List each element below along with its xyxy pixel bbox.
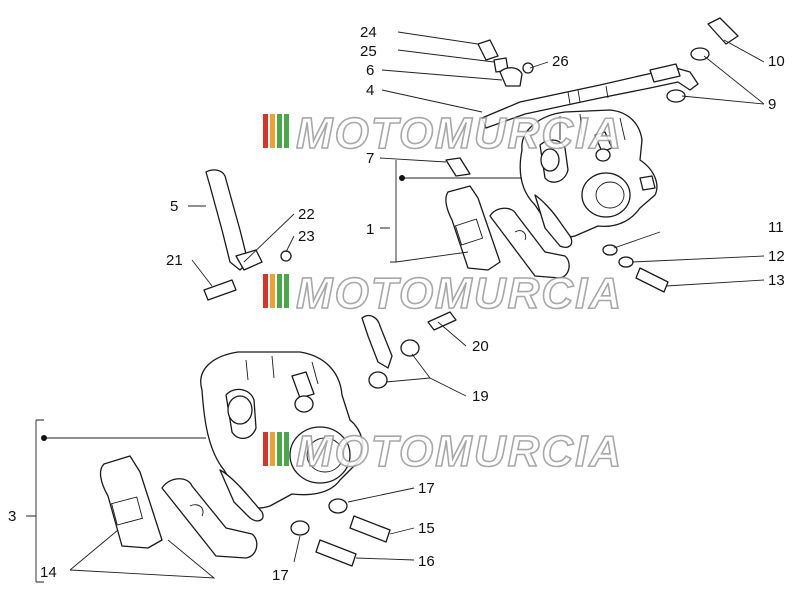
callout-24: 24 — [360, 24, 377, 41]
lower-brake-pads — [99, 455, 258, 559]
watermark-middle: MOTOMURCIA — [263, 268, 623, 319]
callout-11: 11 — [768, 219, 784, 236]
callout-5: 5 — [170, 198, 178, 215]
callout-23: 23 — [298, 228, 315, 245]
callout-6: 6 — [366, 62, 374, 79]
watermark-text: MOTOMURCIA — [296, 109, 623, 158]
watermark-top: MOTOMURCIA — [263, 108, 623, 159]
callout-3: 3 — [8, 508, 16, 525]
callout-22: 22 — [298, 206, 315, 223]
small-hardware — [203, 17, 739, 389]
callout-20: 20 — [472, 338, 489, 355]
callout-1: 1 — [366, 221, 374, 238]
upper-caliper — [519, 109, 658, 249]
group-dot-1 — [399, 175, 405, 181]
callout-16: 16 — [418, 553, 435, 570]
callout-7: 7 — [366, 150, 374, 167]
callout-14: 14 — [40, 564, 57, 581]
group-dot-3 — [41, 435, 47, 441]
hose-bracket — [205, 169, 263, 271]
callout-21: 21 — [166, 252, 183, 269]
callout-13: 13 — [768, 272, 785, 289]
lower-caliper — [200, 351, 364, 522]
watermark-bottom: MOTOMURCIA — [263, 426, 623, 477]
callout-10: 10 — [768, 53, 785, 70]
callout-17-lower: 17 — [272, 567, 289, 584]
lower-hardware — [290, 498, 391, 567]
brake-line — [361, 63, 699, 369]
callout-15: 15 — [418, 520, 435, 537]
callout-19: 19 — [472, 388, 489, 405]
callout-12: 12 — [768, 248, 785, 265]
callout-4: 4 — [366, 82, 374, 99]
callout-26: 26 — [552, 53, 569, 70]
upper-brake-pads — [445, 185, 570, 279]
watermark-text: MOTOMURCIA — [296, 269, 623, 318]
callout-17-upper: 17 — [418, 480, 435, 497]
callout-labels: 24 25 6 26 4 7 10 9 5 22 23 1 21 11 12 1… — [8, 24, 785, 584]
callout-9: 9 — [768, 96, 776, 113]
leader-lines — [26, 31, 765, 583]
watermark-text: MOTOMURCIA — [296, 427, 623, 476]
callout-25: 25 — [360, 43, 377, 60]
